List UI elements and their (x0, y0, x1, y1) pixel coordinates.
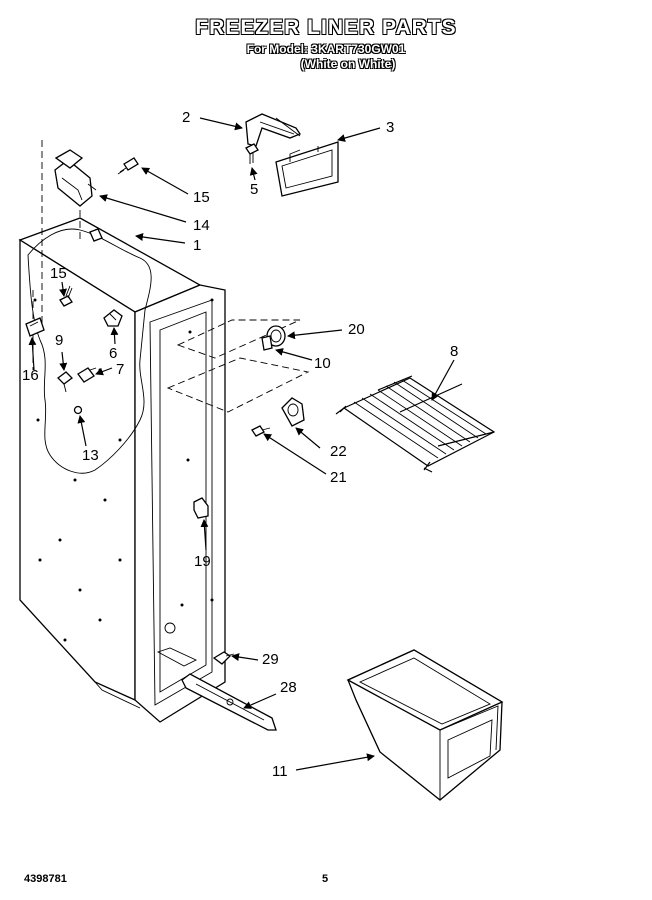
screw-part-21 (251, 425, 271, 437)
freezer-liner (18, 140, 226, 723)
screw-part-9 (57, 371, 73, 393)
light-shield-part-3 (275, 141, 339, 197)
callout-5: 5 (250, 181, 258, 198)
color-subtitle: (White on White) (300, 57, 396, 71)
callout-7: 7 (116, 361, 124, 378)
callout-11: 11 (272, 763, 288, 780)
clip-part-19 (193, 497, 209, 519)
wire-shelf-part-8 (335, 375, 496, 473)
callout-9: 9 (55, 332, 63, 349)
screw-part-5 (245, 143, 259, 164)
callout-labels: 2 3 5 15 14 1 15 6 9 7 16 13 20 10 8 22 … (22, 109, 458, 780)
callout-8: 8 (450, 343, 458, 360)
callout-2: 2 (182, 109, 190, 126)
callout-22: 22 (330, 443, 347, 460)
rail-part-28 (181, 673, 277, 731)
leader-lines (28, 117, 455, 771)
callout-3: 3 (386, 119, 394, 136)
screw-part-15 (117, 157, 139, 175)
callout-6: 6 (109, 345, 117, 362)
callout-21: 21 (330, 469, 347, 486)
callout-13: 13 (82, 447, 99, 464)
connector-part-7 (77, 367, 97, 383)
page-number: 5 (322, 873, 329, 885)
document-number: 4398781 (24, 873, 67, 885)
bracket-part-14 (54, 149, 97, 207)
callout-19: 19 (194, 553, 211, 570)
callout-20: 20 (348, 321, 365, 338)
clip-part-6 (103, 309, 123, 327)
callout-1: 1 (193, 237, 201, 254)
callout-28: 28 (280, 679, 297, 696)
cover-bracket-part-2 (245, 113, 301, 147)
page-title: FREEZER LINER PARTS (195, 16, 457, 39)
callout-10: 10 (314, 355, 331, 372)
callout-16: 16 (22, 367, 39, 384)
screw-part-15-left (59, 285, 73, 307)
shelf-support-part-22 (281, 397, 305, 427)
callout-29: 29 (262, 651, 279, 668)
callout-15-top: 15 (193, 189, 210, 206)
callout-15-left: 15 (50, 265, 67, 282)
callout-14: 14 (193, 217, 210, 234)
bracket-part-16 (25, 317, 45, 337)
model-subtitle: For Model: 3KART730GW01 (246, 42, 406, 56)
shelf-support-part-20 (261, 325, 286, 351)
screw-part-13 (73, 405, 83, 415)
ice-bucket-part-11 (346, 649, 504, 801)
